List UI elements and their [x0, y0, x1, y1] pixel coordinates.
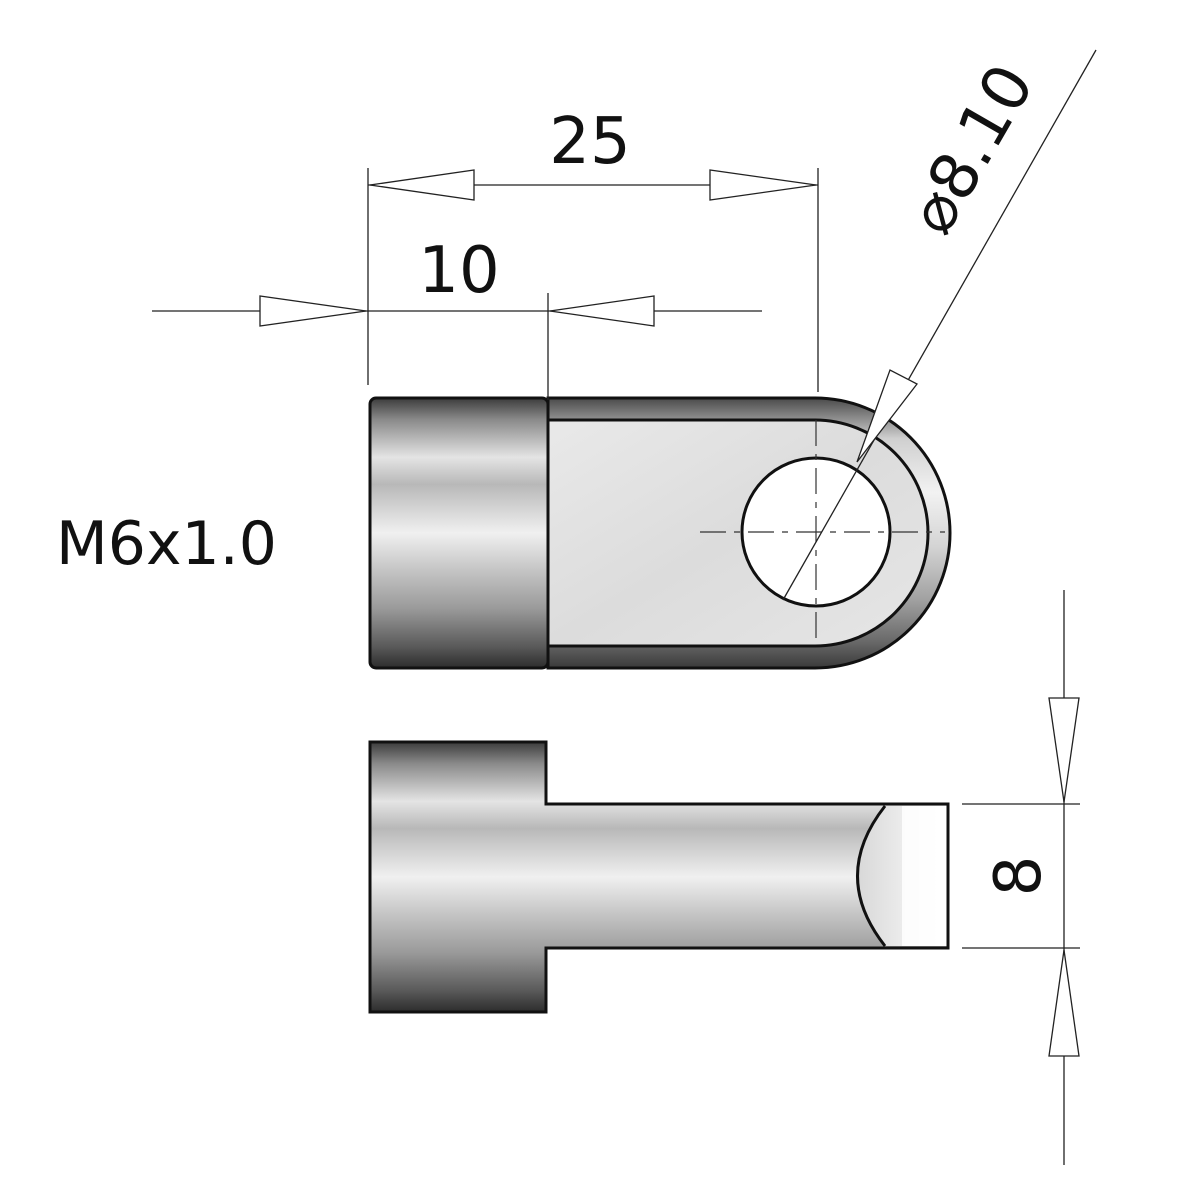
- arrow-bottom-8: [1048, 949, 1080, 1057]
- slot-chamfer-edge: [856, 805, 887, 947]
- dimension-25-label: 25: [549, 105, 630, 179]
- threaded-body: [368, 396, 550, 670]
- dimension-10-label: 10: [418, 234, 499, 308]
- arrow-right-25: [709, 169, 817, 201]
- arrow-right-10: [549, 295, 655, 327]
- top-view: [368, 396, 952, 670]
- arrow-left-25: [369, 169, 475, 201]
- side-view: [368, 740, 950, 1014]
- dimension-8-label: 8: [982, 856, 1056, 897]
- arrow-left-10: [259, 295, 367, 327]
- dimension-diameter-label: ⌀8.10: [895, 53, 1050, 247]
- arrow-diameter: [856, 369, 918, 463]
- thread-callout: M6x1.0: [56, 509, 277, 579]
- dimension-8: 8: [962, 590, 1080, 1165]
- dimension-10: 10: [152, 234, 762, 400]
- dimension-25: 25: [367, 105, 819, 392]
- arrow-top-8: [1048, 697, 1080, 803]
